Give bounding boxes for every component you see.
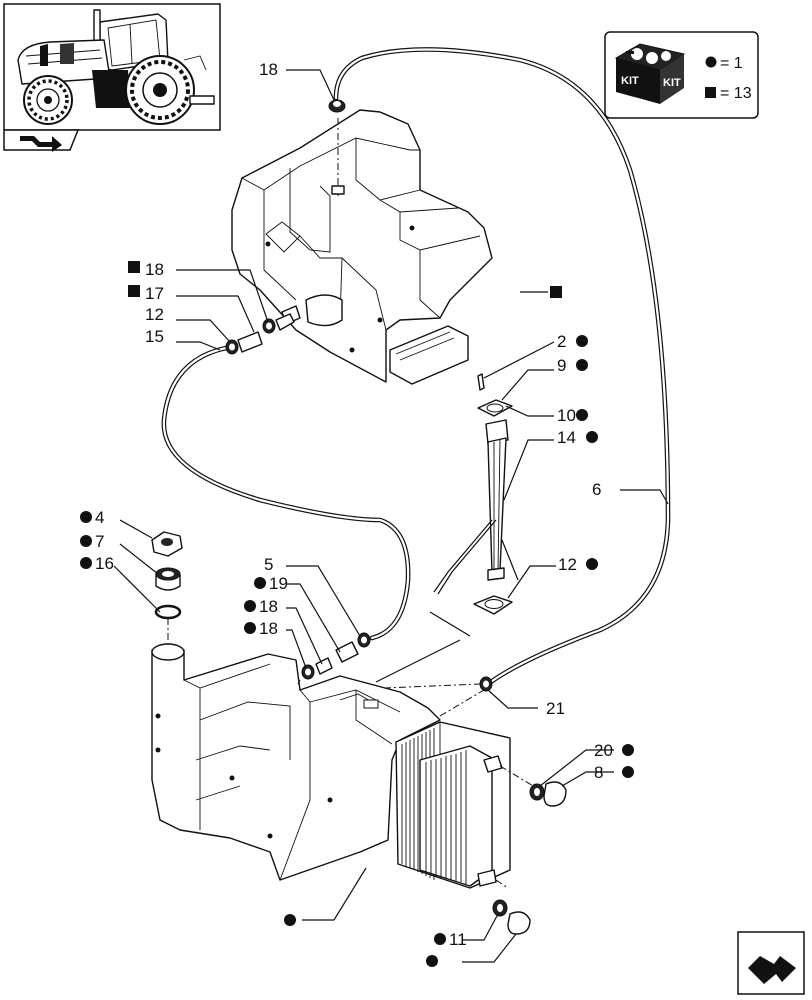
svg-text:12: 12 xyxy=(558,555,577,574)
arrow-icon xyxy=(748,956,796,984)
callout-2: 9 xyxy=(557,356,588,375)
arrow-icon xyxy=(20,136,62,152)
upper-connectors xyxy=(225,313,295,355)
callout-18-square: 18 xyxy=(128,260,164,279)
callout-6: 4 xyxy=(80,508,104,527)
kit-label-right: KIT xyxy=(663,77,681,89)
cooler-fins-right xyxy=(425,750,467,884)
lower-tank xyxy=(151,643,441,881)
callout-17: 17 xyxy=(128,284,164,303)
callout-4: 7 xyxy=(80,532,104,551)
legend-square-text: = 13 xyxy=(720,85,752,102)
callout-14: 6 xyxy=(592,480,601,499)
callout-tank-dot xyxy=(284,914,296,926)
svg-text:7: 7 xyxy=(95,532,104,551)
callout-12-upper: 12 xyxy=(145,305,164,324)
svg-text:8: 8 xyxy=(594,763,603,782)
callout-19: 18 xyxy=(244,597,278,616)
hose-15 xyxy=(161,345,411,641)
svg-text:2: 2 xyxy=(557,332,566,351)
plug-8-11 xyxy=(492,899,531,935)
callout-7: 16 xyxy=(80,554,114,573)
callout-9: 10 xyxy=(557,406,588,425)
svg-text:16: 16 xyxy=(95,554,114,573)
svg-text:15: 15 xyxy=(145,327,164,346)
filler-cap-assembly xyxy=(151,531,183,644)
svg-text:21: 21 xyxy=(546,699,565,718)
svg-text:20: 20 xyxy=(594,741,613,760)
callout-18-top: 18 xyxy=(259,60,278,79)
hose-14 xyxy=(333,47,671,687)
svg-text:5: 5 xyxy=(264,555,273,574)
svg-text:12: 12 xyxy=(145,305,164,324)
svg-text:17: 17 xyxy=(145,284,164,303)
upper-tank xyxy=(231,109,493,385)
tractor-thumbnail xyxy=(3,3,221,131)
svg-text:18: 18 xyxy=(259,619,278,638)
svg-text:10: 10 xyxy=(557,406,576,425)
clamp-18-lower xyxy=(439,676,493,717)
callout-10: 14 xyxy=(557,428,598,447)
kit-label-left: KIT xyxy=(621,75,639,87)
callout-21: 20 xyxy=(594,741,634,760)
callout-16: 12 xyxy=(558,555,598,574)
svg-text:19: 19 xyxy=(269,574,288,593)
svg-text:11: 11 xyxy=(449,930,467,949)
legend-square-marker xyxy=(705,87,716,98)
sender-unit-assembly xyxy=(433,373,519,615)
svg-text:9: 9 xyxy=(557,356,566,375)
leader-lines xyxy=(113,69,669,963)
svg-text:6: 6 xyxy=(592,480,601,499)
svg-text:14: 14 xyxy=(557,428,576,447)
plug-21-20 xyxy=(529,781,567,807)
clamp-18-top xyxy=(328,99,346,113)
kit-icon: KIT KIT xyxy=(614,43,686,104)
callout-tank-square xyxy=(550,286,562,298)
callout-8: 11 xyxy=(434,930,467,949)
back-navigation-tab[interactable] xyxy=(3,129,80,152)
svg-text:18: 18 xyxy=(259,597,278,616)
legend-circle-text: = 1 xyxy=(720,55,743,72)
callout-15: 15 xyxy=(145,327,164,346)
svg-text:18: 18 xyxy=(259,60,278,79)
callout-12-lower: 5 xyxy=(264,555,273,574)
lower-connectors xyxy=(297,611,481,689)
callout-5: 19 xyxy=(254,574,288,593)
svg-text:4: 4 xyxy=(95,508,104,527)
svg-text:18: 18 xyxy=(145,260,164,279)
callout-20: 8 xyxy=(594,763,634,782)
legend-circle-marker xyxy=(705,56,717,68)
callout-3: 2 xyxy=(557,332,588,351)
fuel-cooler xyxy=(395,721,541,889)
callout-18-circle: 18 xyxy=(244,619,278,638)
callout-18-lower: 21 xyxy=(546,699,565,718)
next-page-button[interactable] xyxy=(737,931,805,995)
kit-legend-box: KIT KIT = 1 = 13 xyxy=(604,31,759,119)
callout-11 xyxy=(426,955,438,967)
